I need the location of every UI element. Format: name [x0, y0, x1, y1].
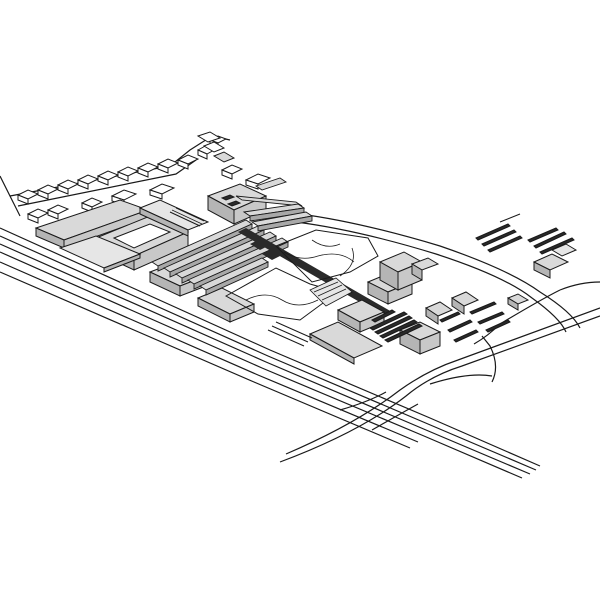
northeast-building	[532, 243, 578, 279]
house	[76, 174, 100, 190]
parking-lot-northeast	[475, 213, 575, 255]
small-building	[424, 301, 454, 325]
terrace	[235, 195, 303, 207]
parking-lot-center	[368, 309, 424, 343]
terrace	[254, 177, 288, 191]
north-building	[410, 257, 440, 281]
low-building	[58, 235, 142, 273]
water-feature	[309, 277, 353, 307]
highway	[0, 227, 541, 479]
house	[220, 164, 244, 180]
central-complex	[308, 251, 530, 365]
small-building	[450, 291, 480, 315]
house	[116, 166, 140, 182]
north-road	[295, 213, 600, 333]
lower-slab	[308, 321, 384, 365]
terrace-housing	[151, 177, 314, 296]
small-building	[506, 293, 530, 311]
house	[56, 179, 80, 195]
parking-lots	[267, 213, 578, 347]
house	[96, 170, 120, 186]
terrace	[242, 203, 306, 222]
house	[26, 208, 50, 224]
terrace	[163, 225, 265, 278]
terrace	[151, 219, 253, 272]
hatched-building	[138, 199, 210, 237]
terrace	[250, 211, 314, 232]
central-axis	[238, 228, 392, 316]
roads	[0, 135, 600, 479]
parking-lot-east	[439, 301, 511, 343]
house	[244, 173, 272, 190]
house	[16, 189, 40, 205]
house	[136, 162, 160, 178]
house	[156, 158, 180, 174]
house	[80, 197, 104, 213]
house-row	[16, 135, 272, 224]
terrace	[199, 257, 269, 296]
park	[224, 229, 379, 321]
east-building	[398, 321, 442, 355]
house	[148, 183, 176, 200]
house	[36, 184, 60, 200]
highway-parking	[267, 321, 313, 347]
corner-structures	[196, 131, 236, 163]
house	[46, 204, 70, 220]
house	[176, 154, 200, 170]
